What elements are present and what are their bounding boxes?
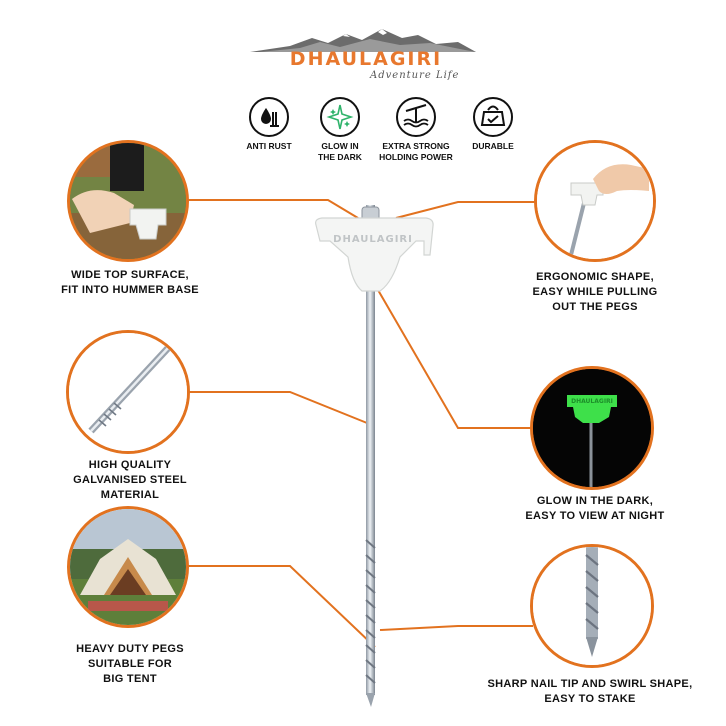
feature-label: DURABLE <box>472 141 514 151</box>
feature-label-line2: THE DARK <box>318 152 362 162</box>
caption-line: BIG TENT <box>103 673 157 685</box>
caption-steel: HIGH QUALITY GALVANISED STEEL MATERIAL <box>40 458 220 503</box>
brand-logo: DHAULAGIRI Adventure Life <box>250 26 476 81</box>
caption-heavy-duty: HEAVY DUTY PEGS SUITABLE FOR BIG TENT <box>40 642 220 687</box>
peg-head-text: DHAULAGIRI <box>333 234 413 245</box>
photo-steel-circle <box>66 330 190 454</box>
caption-wide-top: WIDE TOP SURFACE, FIT INTO HUMMER BASE <box>40 268 220 298</box>
photo-tent-circle <box>67 506 189 628</box>
caption-line: EASY WHILE PULLING <box>532 286 658 298</box>
caption-line: EASY TO STAKE <box>544 693 636 705</box>
feature-glow: GLOW IN THE DARK <box>292 97 388 163</box>
feature-durable: DURABLE <box>445 97 541 152</box>
feature-label-line2: HOLDING POWER <box>379 152 453 162</box>
durable-icon <box>473 97 513 137</box>
feature-holding-power: EXTRA STRONG HOLDING POWER <box>368 97 464 163</box>
caption-line: SUITABLE FOR <box>87 658 173 670</box>
caption-line: WIDE TOP SURFACE, <box>71 269 189 281</box>
photo-pull-circle <box>534 140 656 262</box>
mountain-logo-icon <box>250 29 476 52</box>
connector-top-right <box>395 201 536 219</box>
connector-bottom-left <box>187 565 376 648</box>
connector-bottom-right <box>379 625 533 631</box>
anti-rust-icon <box>249 97 289 137</box>
caption-line: SHARP NAIL TIP AND SWIRL SHAPE, <box>487 678 693 690</box>
photo-tip-circle <box>530 544 654 668</box>
photo-glow-circle: DHAULAGIRI <box>530 366 654 490</box>
brand-name: DHAULAGIRI <box>289 48 443 70</box>
feature-anti-rust: ANTI RUST <box>221 97 317 152</box>
caption-line: GALVANISED STEEL <box>73 474 187 486</box>
caption-line: ERGONOMIC SHAPE, <box>536 271 654 283</box>
feature-label: EXTRA STRONG <box>382 141 450 151</box>
connector-top-left <box>187 199 359 219</box>
brand-tagline: Adventure Life <box>370 70 460 81</box>
caption-line: HEAVY DUTY PEGS <box>76 643 184 655</box>
connector-mid-left <box>188 391 373 426</box>
caption-line: EASY TO VIEW AT NIGHT <box>525 510 665 522</box>
caption-ergonomic: ERGONOMIC SHAPE, EASY WHILE PULLING OUT … <box>500 270 690 315</box>
feature-label: ANTI RUST <box>246 141 292 151</box>
caption-sharp-tip: SHARP NAIL TIP AND SWIRL SHAPE, EASY TO … <box>470 677 710 707</box>
connector-mid-right <box>377 289 532 429</box>
glow-head-text: DHAULAGIRI <box>571 398 613 405</box>
caption-line: FIT INTO HUMMER BASE <box>61 284 199 296</box>
caption-line: MATERIAL <box>100 489 160 501</box>
feature-label: GLOW IN <box>321 141 359 151</box>
tent-peg-image: DHAULAGIRI <box>315 205 434 707</box>
caption-line: HIGH QUALITY <box>88 459 172 471</box>
caption-line: OUT THE PEGS <box>552 301 638 313</box>
caption-glow: GLOW IN THE DARK, EASY TO VIEW AT NIGHT <box>500 494 690 524</box>
glow-icon <box>320 97 360 137</box>
photo-hammer-circle <box>67 140 189 262</box>
holding-power-icon <box>396 97 436 137</box>
caption-line: GLOW IN THE DARK, <box>536 495 654 507</box>
